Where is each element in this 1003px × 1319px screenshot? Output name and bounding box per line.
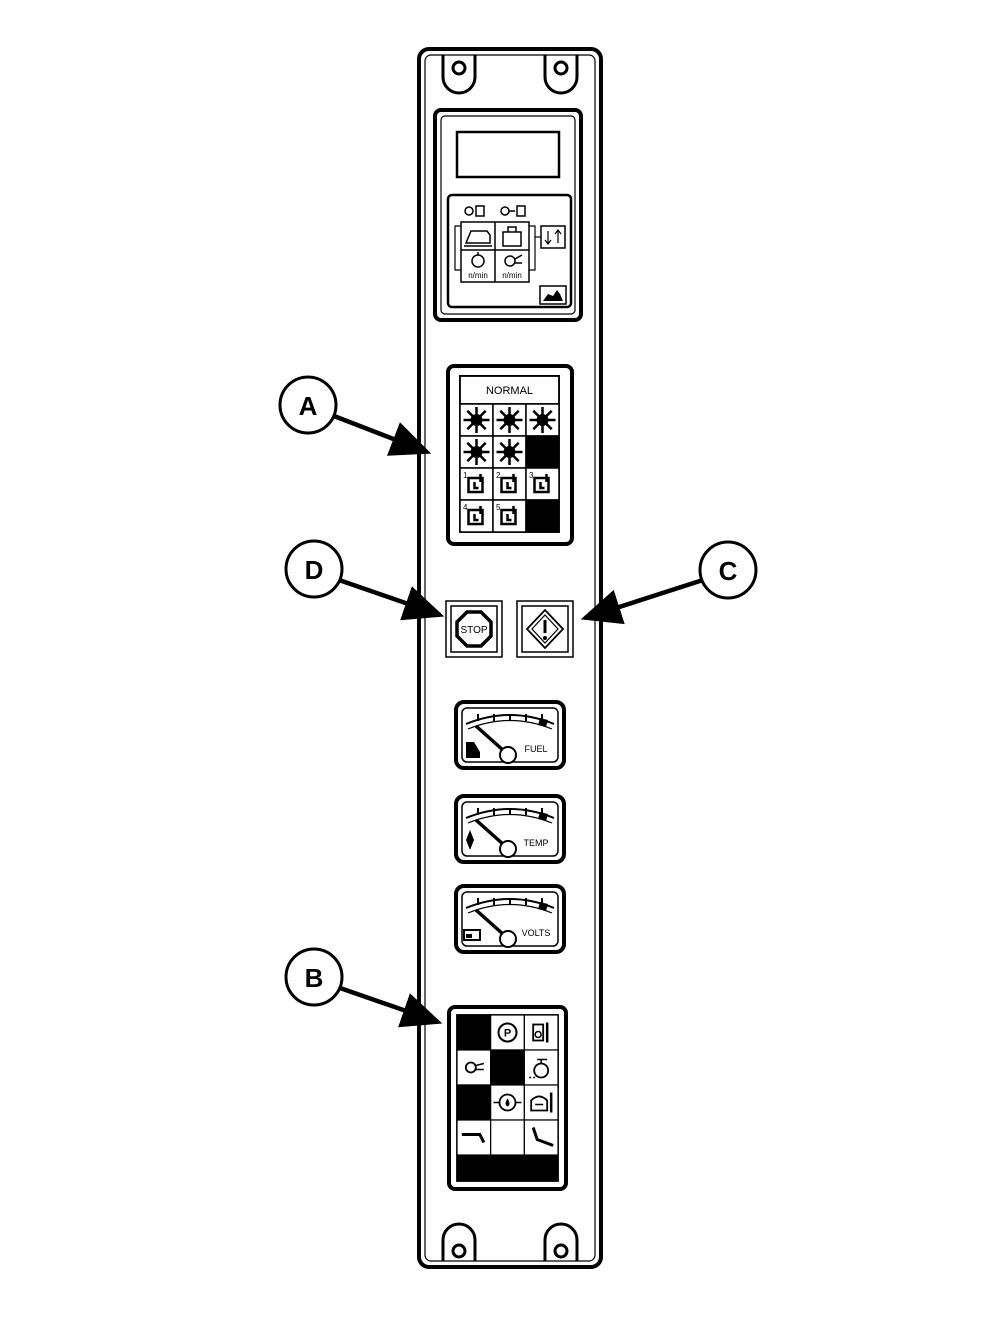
fuel-tank-icon (502, 226, 522, 247)
starburst-icon (529, 407, 556, 433)
volts-gauge: VOLTS (454, 884, 566, 954)
left-lever-icon (461, 1133, 486, 1144)
turbo-icon (464, 1061, 485, 1074)
rpm-unit-label-right: n/min (502, 271, 522, 280)
indicator-cell (523, 1084, 559, 1121)
gauges: FUEL TEMP VOLTS (454, 700, 566, 954)
oil-pressure-icon (493, 1093, 522, 1112)
warning-diamond-icon (525, 608, 565, 650)
engine-icon (471, 252, 485, 268)
blank-cell (456, 1084, 492, 1121)
indicator-cell (490, 1014, 525, 1051)
indicator-cell (459, 499, 494, 533)
thermometer-icon (466, 830, 474, 850)
callout-d: D (284, 539, 445, 621)
normal-header-label: NORMAL (486, 385, 533, 397)
fuel-pump-icon (466, 742, 480, 758)
glow-plug-icon (467, 474, 484, 494)
indicator-cell (459, 467, 494, 501)
starburst-icon (463, 407, 490, 433)
parking-brake-icon: P (497, 1022, 518, 1043)
fuel-label: FUEL (524, 744, 547, 754)
plug-number: 1 (463, 471, 468, 480)
oil-can-icon (464, 205, 485, 217)
coolant-level-icon (530, 1092, 553, 1113)
indicator-cell (456, 1119, 492, 1156)
indicator-cell (492, 467, 527, 501)
blank-cell (490, 1049, 525, 1086)
glow-plug-icon (500, 474, 517, 494)
blank-strip (457, 1155, 558, 1181)
turbo-icon (504, 254, 523, 267)
glow-plug-icon (467, 506, 484, 526)
glow-plug-icon (500, 506, 517, 526)
mounting-hole-bottom-left (441, 1222, 477, 1261)
starburst-icon (496, 407, 523, 433)
volts-label: VOLTS (522, 928, 551, 938)
plug-number: 3 (529, 471, 534, 480)
plug-number: 4 (463, 503, 468, 512)
battery-icon (463, 929, 481, 941)
indicator-panel-a: NORMAL 1 2 3 4 5 (446, 364, 574, 546)
glow-plug-icon (533, 474, 550, 494)
rpm-unit-label-left: n/min (468, 271, 488, 280)
mounting-hole-bottom-right (543, 1222, 579, 1261)
blank-cell (456, 1014, 492, 1051)
turbo-icon (500, 205, 526, 217)
starburst-icon (496, 439, 523, 465)
parking-symbol: P (504, 1028, 511, 1040)
indicator-cell (492, 499, 527, 533)
indicator-grid-b: P (456, 1014, 559, 1181)
temp-gauge: TEMP (454, 794, 566, 864)
engine-speed-icon (464, 230, 492, 247)
stop-label: STOP (460, 625, 487, 636)
indicator-grid-a: 1 2 3 4 5 (459, 403, 560, 533)
indicator-cell (490, 1119, 525, 1156)
stop-octagon-icon (455, 610, 493, 648)
pedal-icon (531, 1127, 554, 1147)
callout-b: B (284, 947, 443, 1028)
plug-number: 5 (496, 503, 501, 512)
up-down-arrows-icon[interactable] (540, 225, 566, 249)
indicator-cell (456, 1049, 492, 1086)
hydraulic-oil-icon (532, 1022, 549, 1043)
panel-plate (417, 47, 603, 1269)
callout-a: A (278, 375, 432, 456)
indicator-cell (525, 467, 560, 501)
deer-logo-icon (539, 285, 567, 305)
indicator-cell (523, 1119, 559, 1156)
blank-cell (525, 499, 560, 533)
warning-button[interactable] (516, 600, 574, 658)
mounting-hole-top-right (543, 55, 579, 95)
callout-c-letter: C (719, 556, 738, 586)
mounting-hole-top-left (441, 55, 477, 95)
plug-number: 2 (496, 471, 501, 480)
temp-label: TEMP (523, 838, 548, 848)
callout-b-letter: B (305, 963, 324, 993)
callout-a-letter: A (299, 391, 318, 421)
stop-button[interactable]: STOP (445, 600, 503, 658)
indicator-cell (523, 1049, 559, 1086)
indicator-panel-b: P (447, 1005, 568, 1191)
callout-d-letter: D (305, 555, 324, 585)
lcd-screen (455, 130, 561, 179)
starburst-icon (463, 439, 490, 465)
callout-c: C (580, 540, 758, 625)
air-filter-icon (529, 1058, 550, 1079)
display-module: n/min n/min (433, 108, 583, 322)
fuel-gauge: FUEL (454, 700, 566, 770)
blank-cell (525, 435, 560, 469)
